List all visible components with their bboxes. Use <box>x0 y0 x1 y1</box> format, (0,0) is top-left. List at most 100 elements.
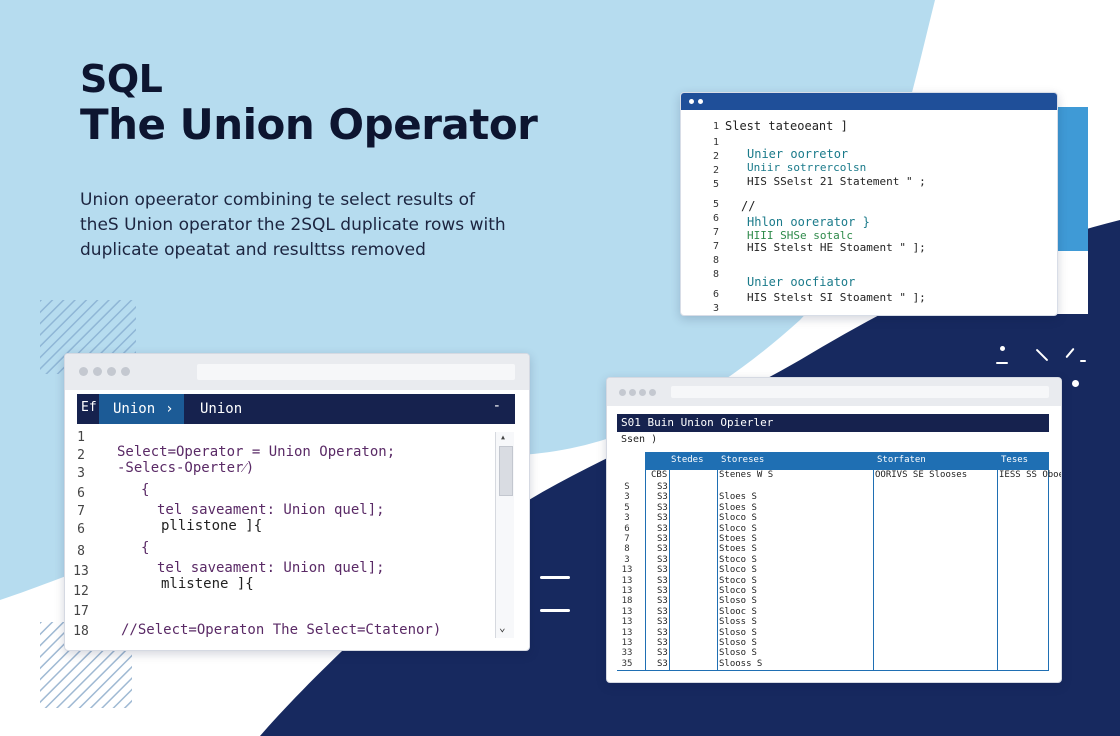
table-cell: S3 <box>657 638 668 648</box>
table-subtitle: Ssen ) <box>621 434 658 445</box>
table-cell: Sloco S <box>719 586 757 596</box>
line-number: 3 <box>712 303 719 314</box>
table-cell: Sloes S <box>719 502 757 513</box>
window-dot-icon <box>698 99 703 104</box>
window-dot-icon[interactable] <box>121 367 130 376</box>
row-number: 35 <box>621 658 633 669</box>
column-header[interactable]: Stedes <box>671 455 704 465</box>
window-chrome <box>607 378 1061 406</box>
window-dot-icon[interactable] <box>93 367 102 376</box>
column-header[interactable]: Storfaten <box>877 455 926 465</box>
window-dot-icon[interactable] <box>619 389 626 396</box>
vertical-scrollbar[interactable]: ▴ ⌄ <box>495 432 514 638</box>
chevron-down-icon[interactable]: ⌄ <box>499 621 506 634</box>
file-icon: Ef <box>81 400 97 415</box>
line-number: 1 <box>77 430 85 445</box>
row-number: 3 <box>624 554 630 565</box>
table-cell: Sloco S <box>719 523 757 534</box>
code-line: HIS Stelst HE Stoament " ]; <box>747 241 926 254</box>
table-title: S01 Buin Union Opierler <box>617 414 1049 432</box>
table-cell: S3 <box>657 565 668 576</box>
code-line[interactable]: Select=Operator = Union Operaton; <box>117 444 396 460</box>
column-header[interactable]: Storeses <box>721 455 765 465</box>
column-header[interactable]: Teses <box>1001 455 1029 465</box>
row-number: 13 <box>621 565 633 576</box>
line-number: 6 <box>77 522 85 537</box>
table-cell: S3 <box>657 502 668 513</box>
title-line-1: SQL <box>80 57 163 101</box>
line-number: 7 <box>77 504 85 519</box>
table-cell: Sloes S <box>719 492 757 503</box>
code-line[interactable]: //Select=Operaton The Select=Ctatenor) <box>121 622 442 638</box>
code-line: HIII SHSe sotalc <box>747 229 853 242</box>
table-divider <box>1048 470 1049 670</box>
code-line[interactable]: { <box>141 540 150 556</box>
table-cell: Stoes S <box>719 534 757 544</box>
line-number: 12 <box>73 584 89 599</box>
line-number: 18 <box>73 624 89 639</box>
window-chrome <box>65 354 529 390</box>
row-number: 13 <box>621 638 633 648</box>
line-number: 8 <box>77 544 85 559</box>
table-cell: Slooss S <box>719 658 763 669</box>
minimize-button[interactable]: - <box>492 398 501 414</box>
address-bar[interactable] <box>671 386 1049 398</box>
table-cell: S3 <box>657 596 668 607</box>
address-bar[interactable] <box>197 364 515 380</box>
line-number: 2 <box>77 448 85 463</box>
line-number: 1 <box>712 137 719 148</box>
code-line: Unier oocfiator <box>747 275 856 289</box>
table-cell: S3 <box>657 658 668 669</box>
table-cell: Stoes S <box>719 544 757 555</box>
table-cell: S3 <box>657 513 668 524</box>
table-cell: S3 <box>657 534 668 544</box>
row-number: 13 <box>621 586 633 596</box>
table-cell: Stoco S <box>719 554 757 565</box>
row-number: 6 <box>624 523 630 534</box>
scroll-thumb[interactable] <box>499 446 513 496</box>
table-cell: Sloso S <box>719 627 757 638</box>
code-line[interactable]: -Selecs-Operter⁄) <box>117 460 255 476</box>
page-title: SQL The Union Operator <box>80 57 538 148</box>
table-cell: Sloco S <box>719 565 757 576</box>
table-cell: Sloso S <box>719 648 757 659</box>
table-cell: S3 <box>657 482 668 492</box>
scroll-up-icon[interactable]: ▴ <box>500 432 507 443</box>
table-cell: S3 <box>657 627 668 638</box>
code-line[interactable]: { <box>141 482 150 498</box>
code-line: Hhlon oorerator } <box>747 215 870 229</box>
code-line[interactable]: tel saveament: Union quel]; <box>157 560 385 576</box>
tab-union[interactable]: Union <box>200 401 243 417</box>
table-cell: Slooc S <box>719 606 757 617</box>
window-dot-icon[interactable] <box>629 389 636 396</box>
code-line[interactable]: pllistone ]{ <box>161 518 263 534</box>
row-number: 13 <box>621 627 633 638</box>
code-line: Uniir sotrrercolsn <box>747 161 867 174</box>
line-number: 17 <box>73 604 89 619</box>
table-cell: OORIVS SE Slooses <box>875 470 968 480</box>
row-number: 13 <box>621 606 633 617</box>
window-dot-icon[interactable] <box>107 367 116 376</box>
table-cell: Stoco S <box>719 575 757 586</box>
code-line: Slest tateoeant ] <box>725 119 848 133</box>
table-cell: Sloco S <box>719 513 757 524</box>
code-line: HIS Stelst SI Stoament " ]; <box>747 291 926 304</box>
code-line[interactable]: tel saveament: Union quel]; <box>157 502 385 518</box>
tab-union-active[interactable]: Union› <box>99 394 184 424</box>
table-divider <box>717 470 718 670</box>
window-dot-icon <box>689 99 694 104</box>
line-number: 1 <box>712 121 719 132</box>
code-line[interactable]: mlistene ]{ <box>161 576 254 592</box>
table-cell: S3 <box>657 523 668 534</box>
window-dot-icon[interactable] <box>649 389 656 396</box>
window-dot-icon[interactable] <box>79 367 88 376</box>
table-divider <box>873 470 874 670</box>
row-number: 8 <box>624 544 630 555</box>
table-cell: S3 <box>657 575 668 586</box>
code-line: Unier oorretor <box>747 147 849 161</box>
line-number: 2 <box>712 165 719 176</box>
line-number: 7 <box>712 241 719 252</box>
window-dot-icon[interactable] <box>639 389 646 396</box>
line-number: 7 <box>712 227 719 238</box>
chevron-right-icon: › <box>165 401 174 417</box>
